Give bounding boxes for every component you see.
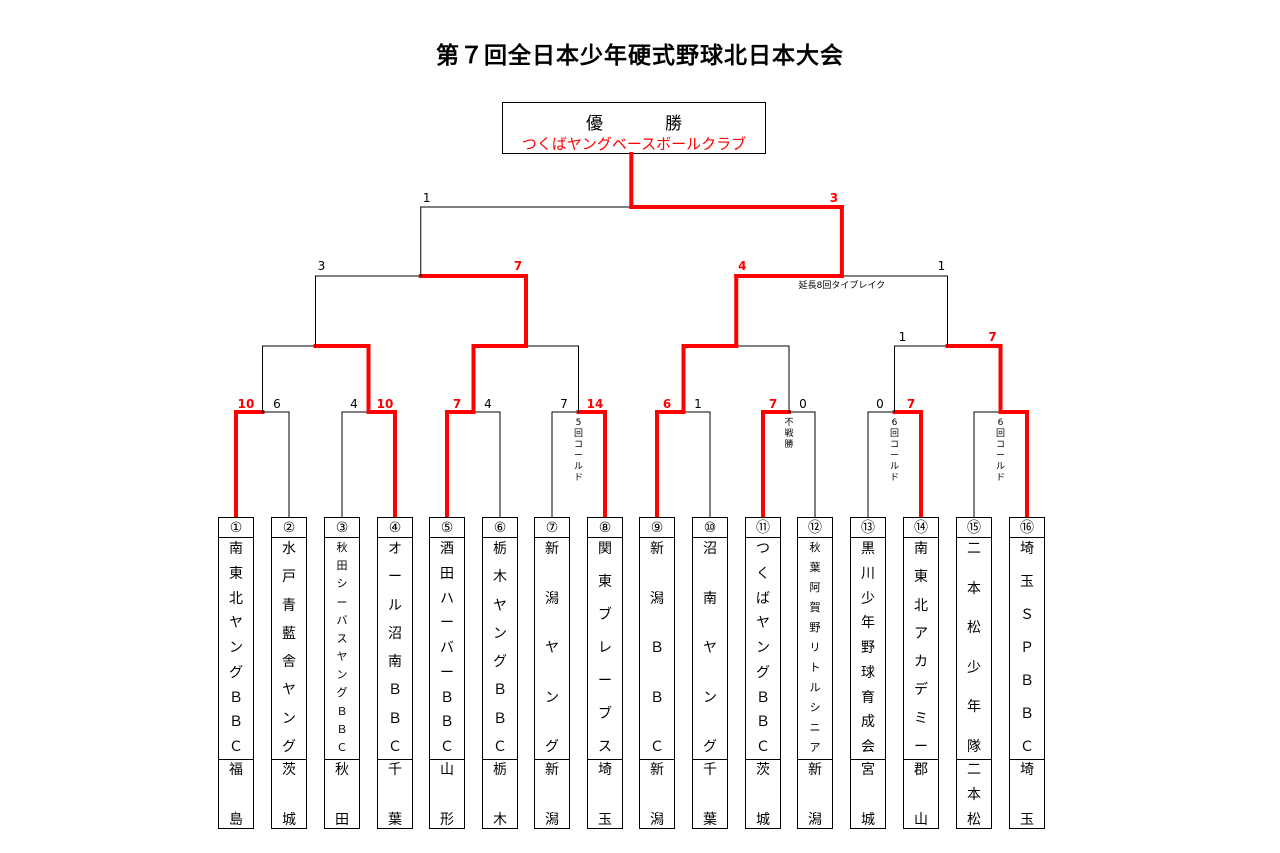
score-label: 4 bbox=[350, 397, 358, 411]
score-label: 1 bbox=[938, 259, 946, 273]
score-label: 6 bbox=[663, 397, 671, 411]
score-label: 延長8回タイブレイク bbox=[799, 279, 886, 291]
team-number: ⑥ bbox=[483, 518, 517, 538]
score-label: 3 bbox=[830, 191, 838, 205]
score-label: 7 bbox=[988, 330, 996, 344]
team-prefecture: 秋田 bbox=[335, 762, 349, 828]
team-prefecture: 埼玉 bbox=[1020, 762, 1034, 828]
score-label: 7 bbox=[453, 397, 461, 411]
team-number: ① bbox=[219, 518, 253, 538]
team-prefecture: 新潟 bbox=[545, 762, 559, 828]
team-prefecture: 埼玉 bbox=[598, 762, 612, 828]
team-number: ⑨ bbox=[640, 518, 674, 538]
champion-label: 優勝 bbox=[586, 114, 744, 134]
score-label: 1 bbox=[423, 191, 431, 205]
team-number: ⑫ bbox=[798, 518, 832, 538]
champion-team: つくばヤングベースボールクラブ bbox=[521, 135, 747, 153]
team-number: ⑭ bbox=[904, 518, 938, 538]
team-prefecture: 千葉 bbox=[388, 762, 402, 828]
team-prefecture: 郡山 bbox=[914, 762, 928, 828]
team-prefecture: 山形 bbox=[440, 762, 454, 828]
team-prefecture: 栃木 bbox=[493, 762, 507, 828]
score-label: 7 bbox=[907, 397, 915, 411]
score-label: 4 bbox=[484, 397, 492, 411]
team-number: ⑧ bbox=[588, 518, 622, 538]
score-label: 3 bbox=[318, 259, 326, 273]
score-label: 7 bbox=[514, 259, 522, 273]
team-name: 秋葉阿賀野リトルシニア bbox=[798, 538, 832, 760]
team-name: 新潟ヤング bbox=[535, 538, 569, 760]
page-title: 第７回全日本少年硬式野球北日本大会 bbox=[436, 43, 844, 69]
team-name: 沼南ヤング bbox=[693, 538, 727, 760]
team-number: ⑤ bbox=[430, 518, 464, 538]
score-label: 14 bbox=[587, 397, 604, 411]
score-label: 4 bbox=[738, 259, 746, 273]
team-prefecture: 茨城 bbox=[756, 762, 770, 828]
champion-box: 優勝 つくばヤングベースボールクラブ bbox=[502, 102, 766, 154]
score-label: 10 bbox=[238, 397, 255, 411]
team-name: 関東ブレーブス bbox=[588, 538, 622, 760]
team-prefecture: 新潟 bbox=[650, 762, 664, 828]
team-number: ④ bbox=[378, 518, 412, 538]
team-prefecture: 宮城 bbox=[861, 762, 875, 828]
score-label: 0 bbox=[876, 397, 884, 411]
team-number: ⑩ bbox=[693, 518, 727, 538]
team-number: ⑬ bbox=[851, 518, 885, 538]
team-number: ⑦ bbox=[535, 518, 569, 538]
team-prefecture: 福島 bbox=[229, 762, 243, 828]
team-name: 二本松少年隊 bbox=[957, 538, 991, 760]
team-number: ③ bbox=[325, 518, 359, 538]
team-number: ⑪ bbox=[746, 518, 780, 538]
team-prefecture: 新潟 bbox=[808, 762, 822, 828]
team-name: 黒川少年野球育成会 bbox=[851, 538, 885, 760]
match-note: 不戦勝 bbox=[784, 417, 793, 450]
score-label: 1 bbox=[694, 397, 702, 411]
score-label: 1 bbox=[899, 330, 907, 344]
score-label: 7 bbox=[769, 397, 777, 411]
team-prefecture: 茨城 bbox=[282, 762, 296, 828]
team-name: 水戸青藍舎ヤング bbox=[272, 538, 306, 760]
score-label: 10 bbox=[377, 397, 394, 411]
team-prefecture: 千葉 bbox=[703, 762, 717, 828]
score-label: 6 bbox=[273, 397, 281, 411]
team-number: ⑯ bbox=[1010, 518, 1044, 538]
score-label: 7 bbox=[560, 397, 568, 411]
team-number: ② bbox=[272, 518, 306, 538]
team-number: ⑮ bbox=[957, 518, 991, 538]
team-name: 南東北アカデミー bbox=[904, 538, 938, 760]
team-prefecture: 二本松 bbox=[967, 762, 981, 828]
score-label: 0 bbox=[799, 397, 807, 411]
